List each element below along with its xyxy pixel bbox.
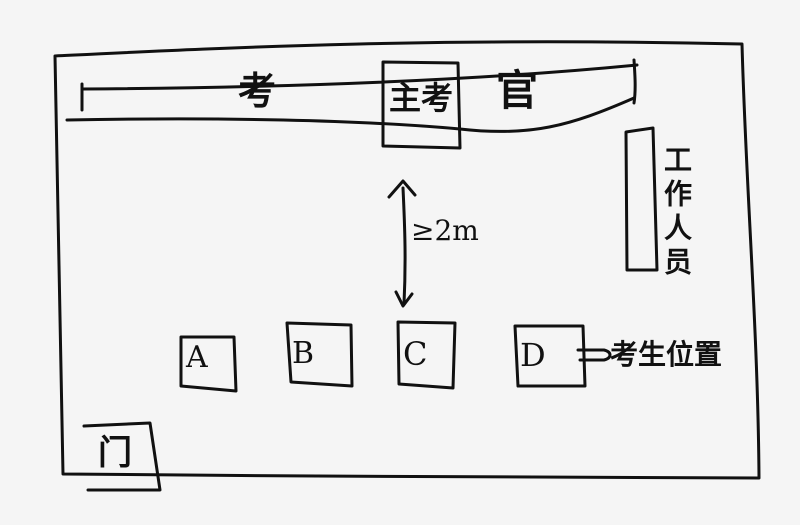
stage-label-left: 考 [238,69,277,113]
distance-label: ≥2m [411,214,479,247]
stage-bar-bottom [65,96,636,134]
stage-label-right: 官 [496,66,539,115]
chief-examiner-label: 主考 [389,79,454,117]
room-border [53,40,761,480]
box-b-shape [285,321,354,388]
stage-right-cap [632,58,637,105]
box-c-shape [396,320,457,390]
staff-box [624,126,659,272]
position-b-label: B [292,336,315,371]
distance-arrow-down [394,290,414,308]
position-c-label: C [403,335,428,373]
distance-arrow-up [387,179,417,199]
staff-label: 工作人员 [660,145,693,281]
box-d-shape [513,324,587,388]
box-a-shape [179,335,238,393]
door-label: 门 [98,433,132,473]
distance-line [401,186,407,306]
position-d-label: D [520,336,546,374]
stage-bar-top [80,63,639,91]
door-shape [82,421,162,492]
exam-position-label: 考生位置 [610,338,723,371]
position-a-label: A [186,340,208,375]
chief-box [381,60,462,150]
exam-position-arrow [576,348,612,362]
